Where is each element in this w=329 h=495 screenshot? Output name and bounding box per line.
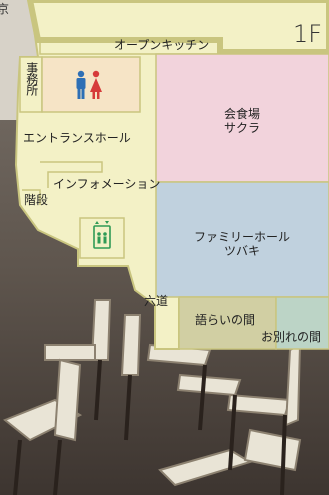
information-label[interactable]: インフォメーション	[53, 177, 161, 191]
hall-tsubaki-label-line2: ツバキ	[223, 243, 260, 258]
chairs-decoration	[3, 299, 302, 487]
corner-text: 京	[0, 2, 10, 16]
elevator-icon	[93, 221, 111, 249]
hall-sakura	[155, 53, 329, 183]
hall-tsubaki	[155, 181, 329, 298]
open-kitchen-label: オープンキッチン	[114, 38, 210, 52]
owakare-label[interactable]: お別れの間	[261, 330, 322, 344]
hall-sakura-label-line2: サクラ	[223, 120, 260, 135]
hall-tsubaki-label-line1: ファミリーホール	[193, 230, 290, 244]
hall-tsubaki-label[interactable]: ファミリーホール ツバキ	[186, 230, 298, 259]
stairs-outline	[22, 189, 41, 205]
rokudo-label[interactable]: 六道	[144, 294, 169, 308]
restroom-icon	[76, 70, 102, 99]
restroom-room	[41, 56, 141, 113]
katarai-room	[178, 296, 277, 350]
chair-legs	[13, 359, 287, 495]
elevator-box	[79, 217, 125, 259]
hall-sakura-label[interactable]: 会食場 サクラ	[206, 107, 278, 136]
stairs-label[interactable]: 階段	[24, 193, 49, 207]
info-counter	[40, 161, 103, 188]
open-kitchen-area	[39, 39, 221, 55]
entrance-hall-label[interactable]: エントランスホール	[23, 131, 131, 145]
owakare-room	[275, 296, 329, 350]
floor-number: 1F	[293, 20, 323, 48]
hall-sakura-label-line1: 会食場	[223, 107, 260, 121]
katarai-label[interactable]: 語らいの間	[195, 313, 256, 327]
office-label: 事務所	[24, 62, 39, 95]
